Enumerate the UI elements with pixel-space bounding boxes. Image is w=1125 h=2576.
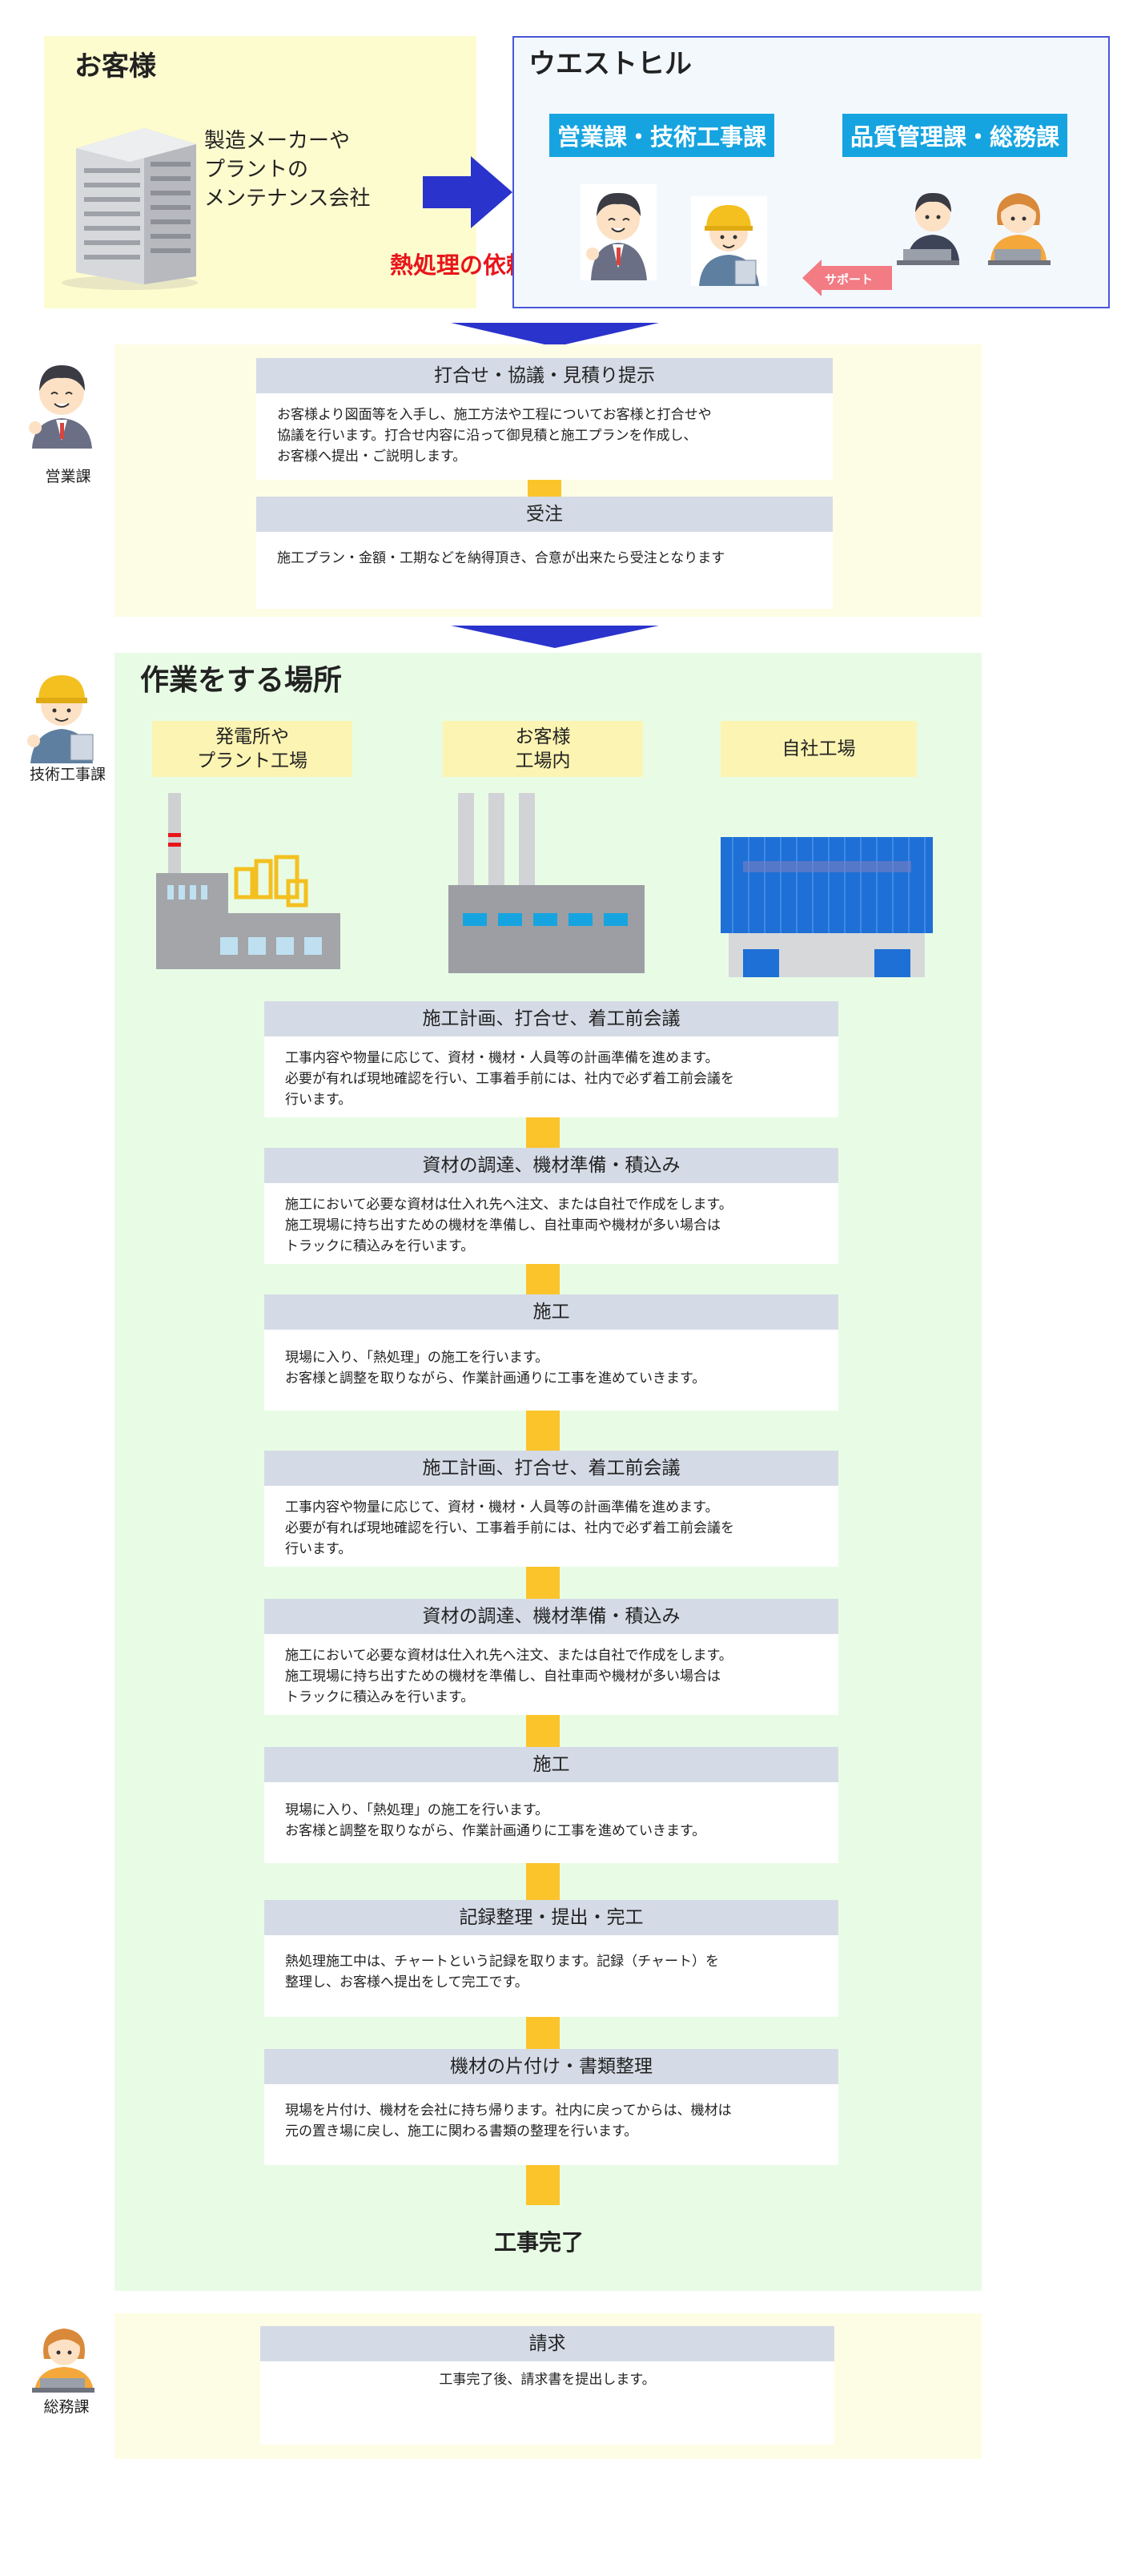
support-label: サポート bbox=[825, 272, 874, 287]
arrow-down-icon bbox=[451, 626, 659, 648]
flow-connector bbox=[526, 1863, 560, 1900]
arrow-down-icon bbox=[451, 323, 659, 347]
step-body: お客様より図面等を入手し、施工方法や工程についてお客様と打合せや 協議を行います… bbox=[277, 407, 712, 465]
step-title: 資材の調達、機材準備・積込み bbox=[264, 1599, 838, 1634]
step-title: 受注 bbox=[256, 497, 833, 532]
place-own-factory: 自社工場 bbox=[721, 721, 917, 777]
flow-connector bbox=[526, 1117, 560, 1148]
flow-connector bbox=[526, 2165, 560, 2205]
step-title: 施工 bbox=[264, 1294, 838, 1330]
quality-staff-icon bbox=[897, 192, 959, 265]
work-title: 作業をする場所 bbox=[140, 664, 343, 697]
step-title: 施工 bbox=[264, 1747, 838, 1782]
step-body: 施工において必要な資材は仕入れ先へ注文、または自社で作成をします。 施工現場に持… bbox=[285, 1648, 733, 1705]
step-body: 熱処理施工中は、チャートという記録を取ります。記録（チャート）を 整理し、お客様… bbox=[285, 1954, 719, 1990]
customer-title: お客様 bbox=[74, 50, 156, 83]
sales-step-2: 受注 施工プラン・金額・工期などを納得頂き、合意が出来たら受注となります bbox=[256, 497, 833, 609]
step-title: 機材の片付け・書類整理 bbox=[264, 2049, 838, 2084]
office-building-icon bbox=[62, 128, 198, 290]
flow-connector bbox=[526, 1715, 560, 1747]
step-body: 現場に入り、「熱処理」の施工を行います。 お客様と調整を取りながら、作業計画通り… bbox=[285, 1350, 706, 1387]
tech-role-label: 技術工事課 bbox=[29, 766, 106, 783]
flow-connector bbox=[526, 1567, 560, 1599]
tech-worker-icon bbox=[691, 196, 767, 286]
dept-tag-quality-admin: 品質管理課・総務課 bbox=[842, 114, 1068, 157]
step-body: 施工プラン・金額・工期などを納得頂き、合意が出来たら受注となります bbox=[277, 550, 725, 566]
place-customer-factory: お客様 工場内 bbox=[443, 721, 643, 777]
power-plant-icon bbox=[156, 793, 340, 969]
own-factory-icon bbox=[721, 837, 933, 977]
flow-connector bbox=[526, 1264, 560, 1294]
work-step-1: 施工計画、打合せ、着工前会議 工事内容や物量に応じて、資材・機材・人員等の計画準… bbox=[264, 1001, 838, 1117]
sales-role-label: 営業課 bbox=[45, 468, 91, 485]
step-title: 施工計画、打合せ、着工前会議 bbox=[264, 1451, 838, 1486]
support-arrow-icon bbox=[802, 260, 892, 296]
step-body: 現場に入り、「熱処理」の施工を行います。 お客様と調整を取りながら、作業計画通り… bbox=[285, 1802, 706, 1839]
sales-role-icon bbox=[29, 365, 92, 449]
step-title: 記録整理・提出・完工 bbox=[264, 1900, 838, 1935]
work-step-7: 記録整理・提出・完工 熱処理施工中は、チャートという記録を取ります。記録（チャー… bbox=[264, 1900, 838, 2017]
company-title: ウエストヒル bbox=[528, 48, 692, 80]
flow-connector bbox=[528, 480, 561, 497]
sales-step-1: 打合せ・協議・見積り提示 お客様より図面等を入手し、施工方法や工程についてお客様… bbox=[256, 358, 833, 480]
admin-role-label: 総務課 bbox=[43, 2398, 90, 2416]
dept-tag-sales-tech: 営業課・技術工事課 bbox=[549, 114, 775, 157]
sales-person-icon bbox=[581, 184, 657, 280]
arrow-right-icon bbox=[423, 156, 512, 228]
step-body: 現場を片付け、機材を会社に持ち帰ります。社内に戻ってからは、機材は 元の置き場に… bbox=[285, 2103, 732, 2139]
step-body: 工事内容や物量に応じて、資材・機材・人員等の計画準備を進めます。 必要が有れば現… bbox=[285, 1499, 734, 1557]
customer-description: 製造メーカーや プラントの メンテナンス会社 bbox=[204, 129, 371, 211]
work-step-3: 施工 現場に入り、「熱処理」の施工を行います。 お客様と調整を取りながら、作業計… bbox=[264, 1294, 838, 1411]
step-title: 請求 bbox=[260, 2326, 834, 2361]
step-body: 工事完了後、請求書を提出します。 bbox=[439, 2372, 656, 2388]
flow-connector bbox=[526, 2017, 560, 2049]
admin-staff-icon bbox=[988, 193, 1051, 265]
admin-role-icon bbox=[32, 2328, 94, 2393]
step-title: 資材の調達、機材準備・積込み bbox=[264, 1148, 838, 1183]
step-title: 施工計画、打合せ、着工前会議 bbox=[264, 1001, 838, 1036]
work-step-4: 施工計画、打合せ、着工前会議 工事内容や物量に応じて、資材・機材・人員等の計画準… bbox=[264, 1451, 838, 1567]
work-step-2: 資材の調達、機材準備・積込み 施工において必要な資材は仕入れ先へ注文、または自社… bbox=[264, 1148, 838, 1264]
place-plant: 発電所や プラント工場 bbox=[152, 721, 352, 777]
customer-factory-icon bbox=[448, 793, 645, 973]
step-title: 打合せ・協議・見積り提示 bbox=[256, 358, 833, 393]
work-step-8: 機材の片付け・書類整理 現場を片付け、機材を会社に持ち帰ります。社内に戻ってから… bbox=[264, 2049, 838, 2165]
step-body: 施工において必要な資材は仕入れ先へ注文、または自社で作成をします。 施工現場に持… bbox=[285, 1197, 733, 1254]
request-label: 熱処理の依頼 bbox=[390, 252, 530, 279]
admin-step-1: 請求 工事完了後、請求書を提出します。 bbox=[260, 2326, 834, 2445]
work-step-5: 資材の調達、機材準備・積込み 施工において必要な資材は仕入れ先へ注文、または自社… bbox=[264, 1599, 838, 1715]
step-body: 工事内容や物量に応じて、資材・機材・人員等の計画準備を進めます。 必要が有れば現… bbox=[285, 1050, 734, 1108]
work-step-6: 施工 現場に入り、「熱処理」の施工を行います。 お客様と調整を取りながら、作業計… bbox=[264, 1747, 838, 1863]
work-complete-label: 工事完了 bbox=[494, 2229, 585, 2256]
flow-connector bbox=[526, 1411, 560, 1451]
tech-role-icon bbox=[27, 675, 94, 763]
